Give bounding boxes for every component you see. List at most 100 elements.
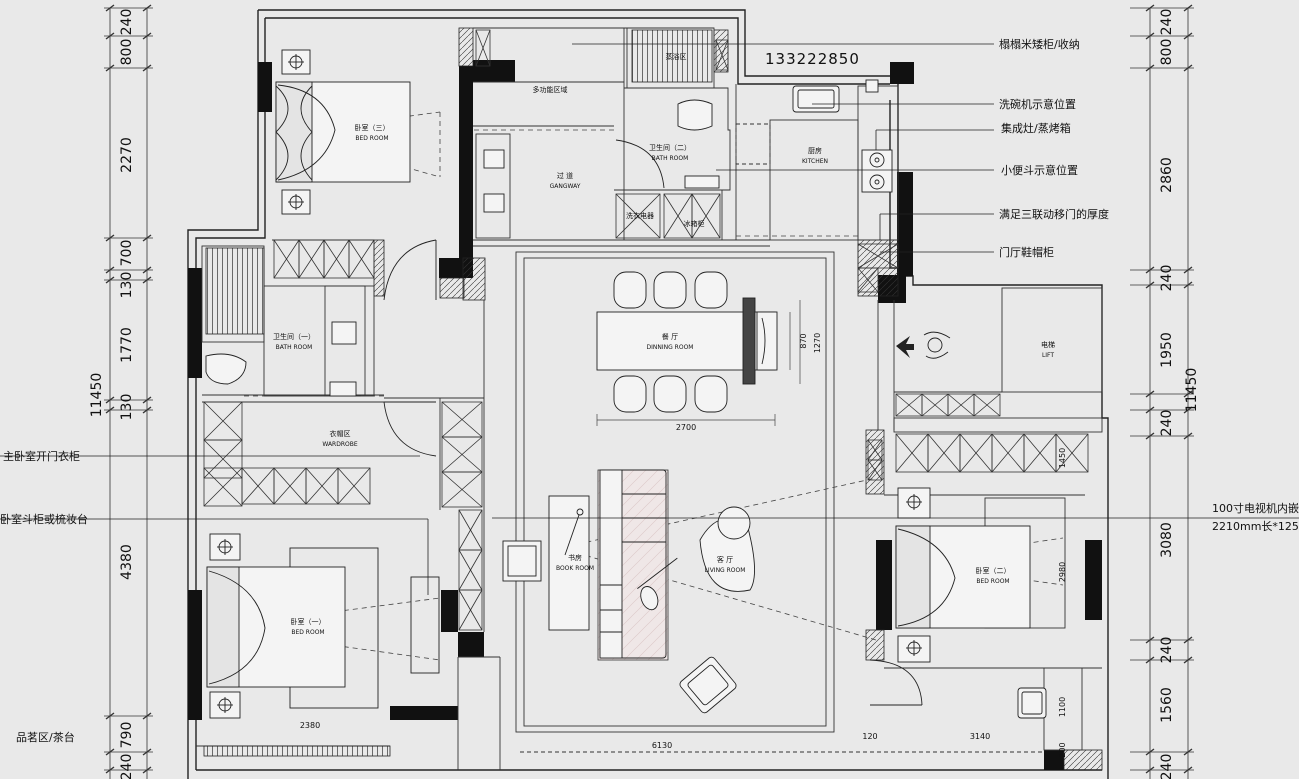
note-tv-2: 2210mm长*1250mm bbox=[1212, 520, 1299, 533]
dim-left-130: 130 bbox=[119, 272, 135, 299]
room-wardrobe-label: 衣帽区 bbox=[330, 429, 351, 438]
dim-right-240-bottom: 240 bbox=[1159, 754, 1175, 779]
tea-table-bars bbox=[203, 745, 391, 757]
dimension-chain-right bbox=[1130, 4, 1194, 779]
bed-room-1-bed bbox=[206, 533, 440, 719]
room-gangway-en: GANGWAY bbox=[550, 183, 581, 190]
note-sliding-door: 满足三联动移门的厚度 bbox=[999, 207, 1109, 221]
note-shoe-cabinet: 门厅鞋帽柜 bbox=[999, 245, 1054, 259]
room-bath1-en: BATH ROOM bbox=[276, 344, 313, 351]
note-dishwasher: 洗碗机示意位置 bbox=[999, 97, 1076, 111]
dim-right-total: 11450 bbox=[1184, 368, 1200, 413]
living-room-furniture bbox=[502, 469, 755, 714]
room-bath2-label: 卫生间（二） bbox=[649, 143, 691, 152]
dim-870: 870 bbox=[799, 333, 808, 348]
dim-right-240c: 240 bbox=[1159, 410, 1175, 437]
dim-right-2860: 2860 bbox=[1159, 157, 1175, 193]
cabinets bbox=[203, 29, 1089, 631]
phone-number: 133222850 bbox=[765, 50, 860, 68]
dim-right-240b: 240 bbox=[1159, 265, 1175, 292]
dim-left-240-top: 240 bbox=[119, 9, 135, 36]
note-tv-1: 100寸电视机内嵌 bbox=[1212, 501, 1299, 515]
room-living-en: LIVING ROOM bbox=[705, 567, 746, 574]
room-kitchen-en: KITCHEN bbox=[802, 158, 828, 165]
room-lift-en: LIFT bbox=[1042, 352, 1054, 359]
note-tatami: 榻榻米矮柜/收纳 bbox=[999, 37, 1080, 51]
note-urinal: 小便斗示意位置 bbox=[1001, 163, 1078, 177]
dim-1450: 1450 bbox=[1058, 448, 1067, 468]
dining-dimension bbox=[596, 300, 801, 426]
note-stove: 集成灶/蒸烤箱 bbox=[1001, 121, 1071, 135]
dim-right-1560: 1560 bbox=[1159, 687, 1175, 723]
dimension-chain-left bbox=[104, 4, 153, 779]
dining-table-set bbox=[596, 271, 778, 413]
room-bed2-en: BED ROOM bbox=[976, 578, 1009, 585]
dim-3140: 3140 bbox=[970, 732, 990, 741]
room-bed2-label: 卧室（二） bbox=[976, 566, 1011, 575]
dim-6130: 6130 bbox=[652, 741, 672, 750]
tatami-bars bbox=[205, 247, 265, 335]
dim-right-1950: 1950 bbox=[1159, 332, 1175, 368]
dim-left-130b: 130 bbox=[119, 394, 135, 421]
room-dining-en: DINNING ROOM bbox=[647, 344, 694, 351]
room-wardrobe-en: WARDROBE bbox=[322, 441, 358, 448]
dim-left-total: 11450 bbox=[89, 373, 105, 418]
right-notes: 榻榻米矮柜/收纳 洗碗机示意位置 集成灶/蒸烤箱 小便斗示意位置 满足三联动移门… bbox=[492, 37, 1299, 533]
dim-2980: 2980 bbox=[1058, 562, 1067, 582]
room-bed1-en: BED ROOM bbox=[291, 629, 324, 636]
person-icon bbox=[923, 331, 951, 359]
room-bath2-en: BATH ROOM bbox=[652, 155, 689, 162]
room-bed3-label: 卧室（三） bbox=[355, 123, 390, 132]
room-book-label: 书房 bbox=[568, 553, 582, 562]
room-living-label: 客 厅 bbox=[717, 555, 733, 564]
note-dresser: 卧室斗柜或梳妆台 bbox=[0, 512, 88, 526]
dim-right-800: 800 bbox=[1159, 39, 1175, 66]
kitchen-fixtures bbox=[792, 79, 893, 193]
dim-left-790: 790 bbox=[119, 722, 135, 749]
dim-left-1770: 1770 bbox=[119, 327, 135, 363]
room-lift-label: 电梯 bbox=[1041, 340, 1055, 349]
sauna-bars bbox=[631, 29, 713, 83]
dim-left-2270: 2270 bbox=[119, 137, 135, 173]
room-gangway-label: 过 道 bbox=[557, 171, 573, 180]
room-dining-label: 餐 厅 bbox=[662, 332, 678, 341]
dim-left-4380: 4380 bbox=[119, 544, 135, 580]
bed-room-3-bed bbox=[275, 49, 411, 215]
room-labels: 蒸浴区 多功能区域 卧室（三） BED ROOM 卫生间（二） BATH ROO… bbox=[273, 52, 1055, 636]
left-notes: 主卧室开门衣柜 卧室斗柜或梳妆台 品茗区/茶台 bbox=[0, 449, 429, 744]
room-bed1-label: 卧室（一） bbox=[291, 617, 326, 626]
room-sauna-label: 蒸浴区 bbox=[666, 52, 687, 61]
room-bed3-en: BED ROOM bbox=[355, 135, 388, 142]
dim-left-700: 700 bbox=[119, 240, 135, 267]
bathroom-fixtures bbox=[205, 99, 720, 397]
entrance-icon bbox=[896, 336, 914, 358]
note-tea-area: 品茗区/茶台 bbox=[16, 730, 75, 744]
dim-left-800: 800 bbox=[119, 39, 135, 66]
dim-right-3080: 3080 bbox=[1159, 522, 1175, 558]
dim-2380: 2380 bbox=[300, 721, 320, 730]
partition-walls bbox=[373, 27, 1103, 771]
room-kitchen-label: 厨房 bbox=[808, 146, 822, 155]
dim-200: 200 bbox=[1058, 742, 1067, 757]
note-master-wardrobe: 主卧室开门衣柜 bbox=[3, 449, 80, 463]
dim-2700: 2700 bbox=[676, 423, 696, 432]
inner-dimension-labels: 2380 6130 3140 120 2700 870 1270 1450 29… bbox=[300, 333, 1067, 758]
dim-left-240-bottom: 240 bbox=[119, 754, 135, 779]
study-chair bbox=[1017, 687, 1047, 719]
room-book-en: BOOK ROOM bbox=[556, 565, 594, 572]
dimension-labels-right: 240 800 2860 240 1950 240 3080 240 1560 … bbox=[1159, 9, 1200, 779]
room-bath1-label: 卫生间（一） bbox=[273, 332, 315, 341]
dim-right-240d: 240 bbox=[1159, 637, 1175, 664]
dim-1270: 1270 bbox=[813, 333, 822, 353]
room-laundry-label: 洗衣电器 bbox=[626, 211, 654, 220]
dim-right-240-top: 240 bbox=[1159, 9, 1175, 36]
room-multi-label: 多功能区域 bbox=[533, 85, 568, 94]
interior-lines bbox=[196, 27, 1103, 770]
dim-1100: 1100 bbox=[1058, 697, 1067, 717]
dim-120: 120 bbox=[862, 732, 877, 741]
room-fridge-label: 冰箱柜 bbox=[684, 219, 705, 228]
dimension-labels-left: 240 800 2270 700 130 1770 130 4380 790 2… bbox=[89, 9, 135, 779]
bed-room-2-bed bbox=[895, 487, 1031, 663]
door-swings bbox=[383, 139, 923, 706]
